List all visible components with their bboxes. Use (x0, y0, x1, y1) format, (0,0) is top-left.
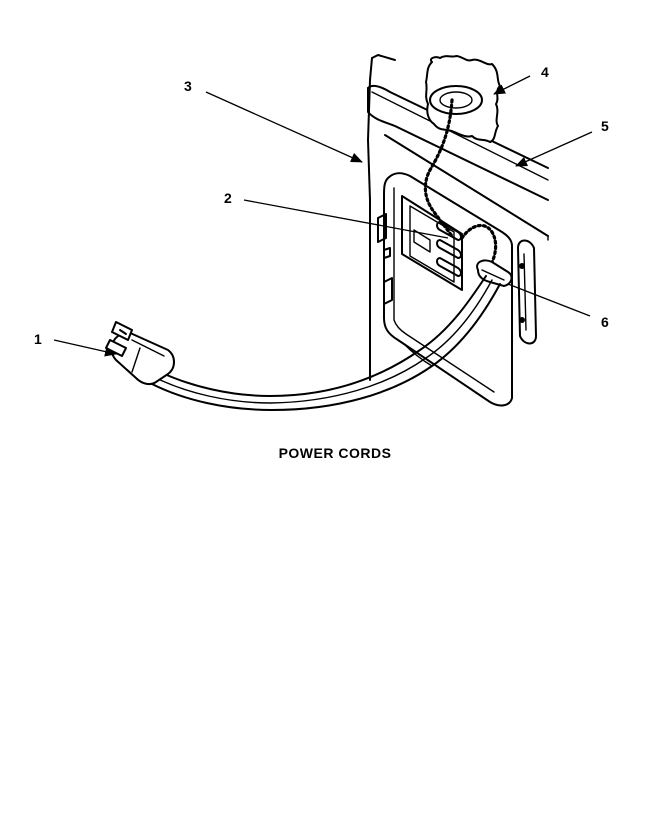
callout-3: 3 (184, 78, 192, 94)
service-box (377, 172, 513, 407)
internal-wiring (423, 98, 498, 268)
callout-labels: 1 2 3 4 5 6 (34, 64, 609, 347)
callout-6: 6 (601, 314, 609, 330)
callout-4: 4 (541, 64, 549, 80)
cabinet (367, 54, 549, 381)
leader-3 (205, 91, 363, 163)
callout-5: 5 (601, 118, 609, 134)
leader-lines (53, 75, 593, 357)
leader-6 (507, 283, 591, 317)
diagram-caption: POWER CORDS (279, 445, 392, 461)
strain-relief (476, 259, 513, 287)
callout-2: 2 (224, 190, 232, 206)
callout-1: 1 (34, 331, 42, 347)
plug (105, 321, 175, 386)
mounting-strap (517, 239, 537, 345)
leader-1 (53, 339, 117, 357)
leader-5 (515, 131, 593, 167)
power-cord (151, 275, 501, 411)
cutaway-panel (425, 55, 501, 143)
leader-4 (493, 75, 531, 95)
leader-2 (243, 199, 449, 239)
